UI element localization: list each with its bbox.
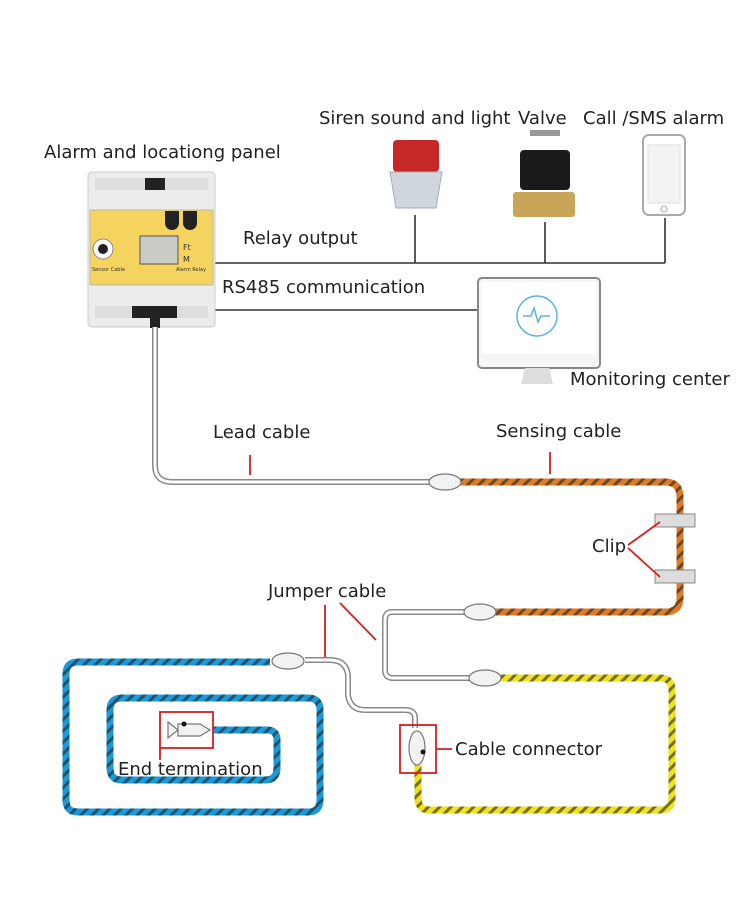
jumper-cable-1 (382, 609, 470, 681)
cable-connector (408, 730, 426, 766)
clip-2 (654, 569, 696, 584)
valve-icon (513, 130, 575, 217)
connector-orange-jumper (463, 603, 497, 621)
clip-1 (654, 513, 696, 528)
clip-label: Clip (592, 536, 626, 557)
sensing-cable-orange (460, 478, 684, 616)
relay-output-label: Relay output (243, 228, 358, 249)
connector-jumper-yellow (468, 669, 502, 687)
leader-lines (159, 452, 661, 774)
end-termination-label: End termination (118, 759, 263, 780)
monitor-icon (477, 277, 601, 384)
valve-label: Valve (518, 108, 567, 129)
siren-icon (389, 140, 443, 209)
siren-label: Siren sound and light (319, 108, 510, 129)
alarm-relay-text: Alarm Relay (176, 267, 206, 273)
unit-m: M (183, 255, 190, 264)
rs485-label: RS485 communication (222, 277, 425, 298)
end-termination-icon (167, 720, 212, 740)
call-sms-label: Call /SMS alarm (583, 108, 724, 129)
cable-connector-label: Cable connector (455, 739, 603, 760)
panel-label: Alarm and locationg panel (44, 142, 281, 163)
lead-cable-label: Lead cable (213, 422, 310, 443)
relay-output-lines (215, 215, 666, 264)
unit-ft: Ft (183, 243, 191, 252)
sensing-cable-blue (62, 658, 324, 816)
monitoring-center-label: Monitoring center (570, 369, 730, 390)
connector-jumper-blue (271, 652, 305, 670)
phone-icon (642, 134, 686, 216)
sensor-cable-text: Sensor Cable (92, 267, 125, 273)
sensing-cable-label: Sensing cable (496, 421, 621, 442)
connector-lead-sensing (428, 473, 462, 491)
alarm-panel: Ft M Sensor Cable Alarm Relay (87, 171, 216, 328)
lead-cable (152, 327, 430, 485)
jumper-cable-label: Jumper cable (267, 581, 386, 602)
